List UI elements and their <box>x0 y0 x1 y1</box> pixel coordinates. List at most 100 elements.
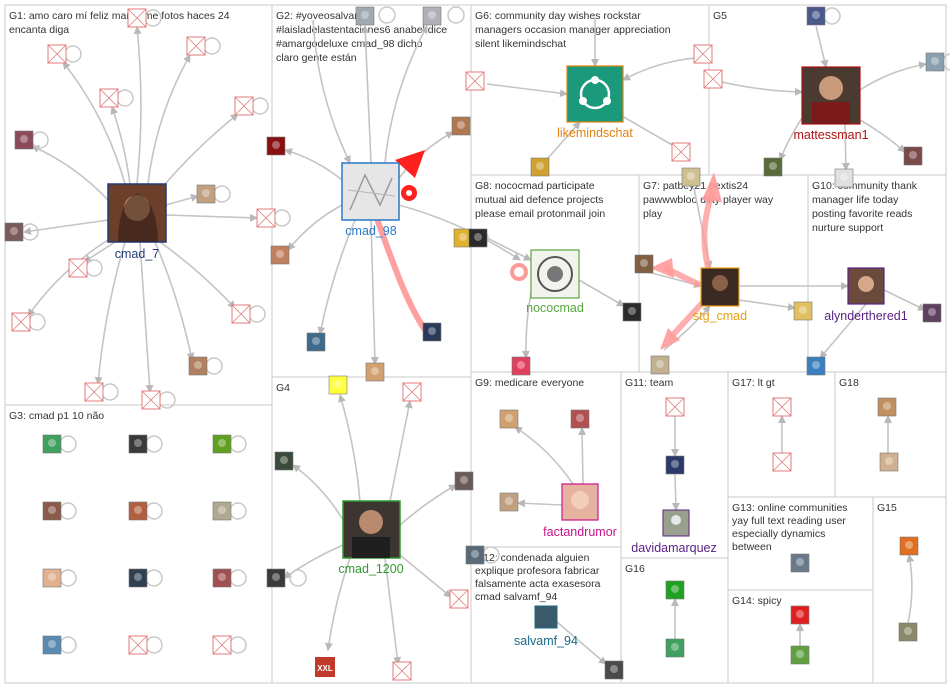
broken-image-node[interactable] <box>128 635 148 655</box>
user-node[interactable] <box>355 6 375 26</box>
edge <box>324 557 351 651</box>
user-node[interactable] <box>274 451 294 471</box>
broken-image-node[interactable] <box>47 44 67 64</box>
user-node[interactable] <box>499 409 519 429</box>
user-node[interactable] <box>834 168 854 188</box>
user-node[interactable] <box>306 332 326 352</box>
user-node[interactable] <box>793 301 813 321</box>
user-node[interactable] <box>499 492 519 512</box>
user-node[interactable] <box>925 52 945 72</box>
user-node[interactable] <box>270 245 290 265</box>
user-node[interactable] <box>128 501 148 521</box>
user-node[interactable] <box>422 322 442 342</box>
user-node[interactable] <box>468 228 488 248</box>
broken-image-node[interactable] <box>256 208 276 228</box>
user-node[interactable] <box>42 434 62 454</box>
hub-cmad-1200[interactable]: cmad_1200 <box>338 500 404 576</box>
user-node[interactable] <box>266 568 286 588</box>
user-node[interactable] <box>790 605 810 625</box>
edge <box>284 148 343 181</box>
user-node[interactable] <box>922 303 942 323</box>
user-node[interactable] <box>196 184 216 204</box>
hub-cmad-1200-shirt <box>352 537 390 558</box>
broken-image-node[interactable] <box>772 397 792 417</box>
user-node[interactable] <box>650 355 670 375</box>
avatar-icon <box>812 361 820 369</box>
user-node[interactable] <box>570 409 590 429</box>
user-node[interactable] <box>128 434 148 454</box>
node-frame <box>212 434 232 454</box>
node-xxl-badge[interactable]: XXL <box>315 657 335 677</box>
user-node[interactable] <box>879 452 899 472</box>
hub-salvamf-94[interactable]: salvamf_94 <box>514 605 578 648</box>
user-node[interactable] <box>790 645 810 665</box>
broken-image-node[interactable] <box>212 635 232 655</box>
hub-davidamarquez[interactable]: davidamarquez <box>631 509 717 555</box>
broken-image-node[interactable] <box>186 36 206 56</box>
hub-likemindschat[interactable]: likemindschat <box>557 65 633 140</box>
hub-alynderthered1[interactable]: alynderthered1 <box>824 267 908 323</box>
user-node[interactable] <box>899 536 919 556</box>
hub-cmad-7[interactable]: cmad_7 <box>107 183 167 261</box>
user-node[interactable] <box>634 254 654 274</box>
user-node[interactable] <box>212 501 232 521</box>
user-node[interactable] <box>806 356 826 376</box>
user-node[interactable] <box>604 660 624 680</box>
user-node[interactable] <box>212 434 232 454</box>
user-node[interactable] <box>530 157 550 177</box>
hub-mattessman1[interactable]: mattessman1 <box>793 66 869 142</box>
broken-image-node[interactable] <box>465 71 485 91</box>
user-node[interactable] <box>4 222 24 242</box>
user-node[interactable] <box>328 375 348 395</box>
user-node[interactable] <box>212 568 232 588</box>
user-node[interactable] <box>451 116 471 136</box>
user-node[interactable] <box>422 6 442 26</box>
broken-image-node[interactable] <box>68 258 88 278</box>
edge <box>906 554 915 624</box>
user-node[interactable] <box>454 471 474 491</box>
hub-stg-cmad[interactable]: stg_cmad <box>693 267 747 323</box>
user-node[interactable] <box>128 568 148 588</box>
user-node[interactable] <box>622 302 642 322</box>
hub-nococmad[interactable]: nococmad <box>526 249 584 315</box>
broken-image-node[interactable] <box>99 88 119 108</box>
broken-image-node[interactable] <box>231 304 251 324</box>
user-node[interactable] <box>681 167 701 187</box>
broken-image-node[interactable] <box>84 382 104 402</box>
broken-image-node[interactable] <box>127 8 147 28</box>
user-node[interactable] <box>266 136 286 156</box>
broken-image-node[interactable] <box>11 312 31 332</box>
broken-image-node[interactable] <box>141 390 161 410</box>
broken-image-node[interactable] <box>402 382 422 402</box>
broken-image-node[interactable] <box>671 142 691 162</box>
broken-image-node[interactable] <box>703 69 723 89</box>
user-node[interactable] <box>898 622 918 642</box>
broken-image-node[interactable] <box>693 44 713 64</box>
hub-factandrumor[interactable]: factandrumor <box>543 483 617 539</box>
user-node[interactable] <box>763 157 783 177</box>
edge <box>139 241 154 393</box>
broken-image-node[interactable] <box>392 661 412 681</box>
user-node[interactable] <box>42 501 62 521</box>
hub-cmad-98[interactable]: cmad_98 <box>341 162 400 238</box>
user-node[interactable] <box>806 6 826 26</box>
user-node[interactable] <box>903 146 923 166</box>
user-node[interactable] <box>465 545 485 565</box>
user-node[interactable] <box>665 455 685 475</box>
user-node[interactable] <box>665 580 685 600</box>
broken-image-node[interactable] <box>772 452 792 472</box>
user-node[interactable] <box>511 356 531 376</box>
user-node[interactable] <box>188 356 208 376</box>
broken-image-node[interactable] <box>665 397 685 417</box>
broken-image-node[interactable] <box>234 96 254 116</box>
user-node[interactable] <box>42 568 62 588</box>
node-frame <box>454 471 474 491</box>
edge <box>154 241 195 361</box>
user-node[interactable] <box>14 130 34 150</box>
user-node[interactable] <box>877 397 897 417</box>
user-node[interactable] <box>42 635 62 655</box>
user-node[interactable] <box>365 362 385 382</box>
broken-image-node[interactable] <box>449 589 469 609</box>
user-node[interactable] <box>790 553 810 573</box>
user-node[interactable] <box>665 638 685 658</box>
